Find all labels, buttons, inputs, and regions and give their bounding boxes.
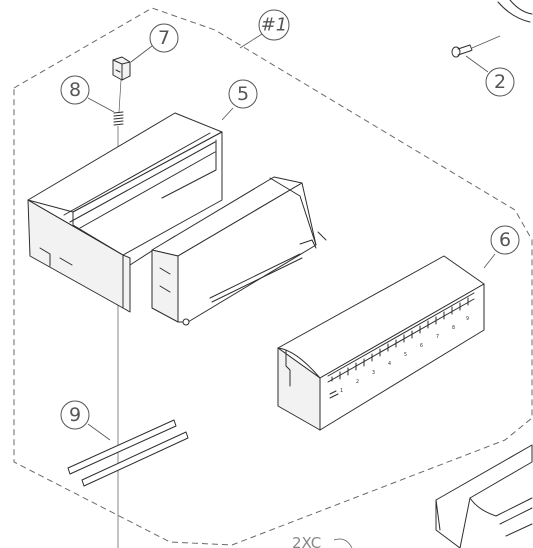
part-2-screw xyxy=(451,0,533,73)
part-6-scale-cover: 1 2 3 4 5 6 7 8 9 xyxy=(277,253,496,431)
part-9-strips xyxy=(67,419,189,487)
svg-text:6: 6 xyxy=(420,343,423,349)
assembly-boundary xyxy=(13,7,533,546)
assembly-label: #1 xyxy=(239,9,290,49)
callout-7: 7 xyxy=(149,23,179,53)
svg-text:5: 5 xyxy=(404,352,407,358)
svg-text:8: 8 xyxy=(452,325,455,331)
clipped-bottom-label: 2XC xyxy=(292,534,353,548)
svg-text:7: 7 xyxy=(436,334,439,340)
callout-8: 8 xyxy=(60,75,90,105)
svg-text:8: 8 xyxy=(69,79,81,101)
callout-2: 2 xyxy=(485,67,515,97)
svg-text:9: 9 xyxy=(466,316,469,322)
svg-text:2: 2 xyxy=(356,379,359,385)
svg-text:6: 6 xyxy=(499,229,511,251)
callout-9: 9 xyxy=(60,400,90,430)
svg-text:4: 4 xyxy=(388,361,391,367)
callout-6: 6 xyxy=(490,225,520,255)
svg-text:3: 3 xyxy=(372,370,375,376)
inner-chute xyxy=(151,176,327,326)
partial-part-bottom-right xyxy=(435,444,533,548)
svg-text:2: 2 xyxy=(494,71,506,93)
svg-text:9: 9 xyxy=(69,404,81,426)
part-7-clip xyxy=(112,45,153,81)
callout-5: 5 xyxy=(228,79,258,109)
svg-text:1: 1 xyxy=(340,388,343,394)
svg-text:5: 5 xyxy=(237,83,249,105)
svg-text:2XC: 2XC xyxy=(292,534,321,548)
svg-text:7: 7 xyxy=(158,27,170,49)
svg-text:#1: #1 xyxy=(261,15,288,36)
